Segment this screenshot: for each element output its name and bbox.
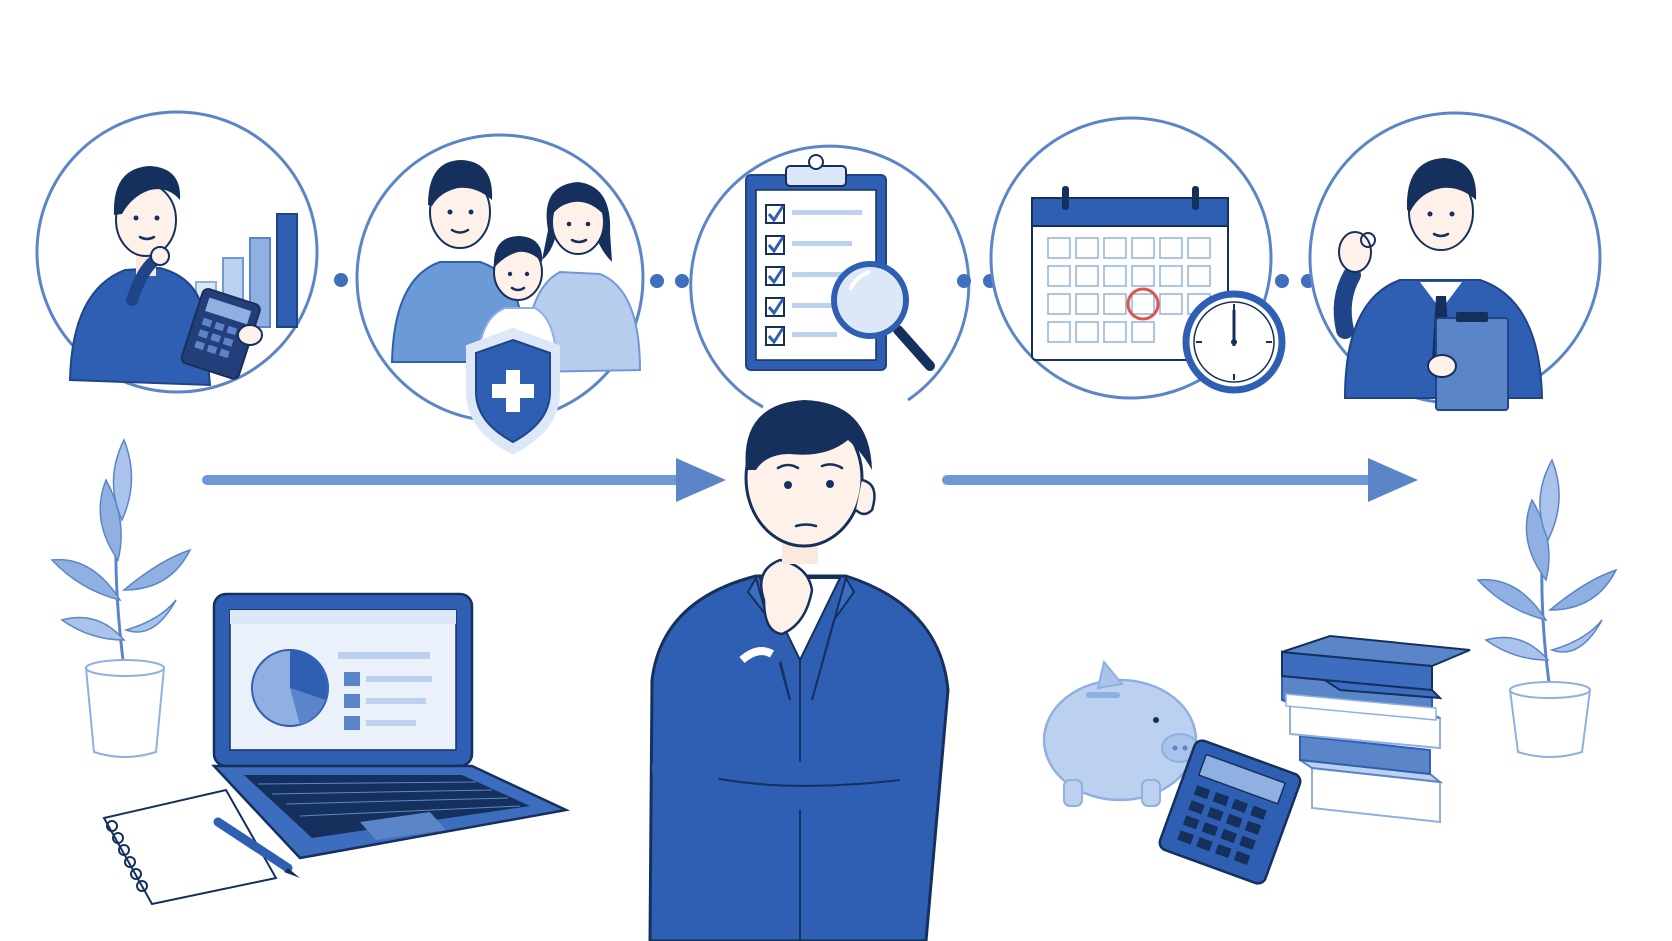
plant-icon — [50, 438, 192, 758]
laptop-pie-chart-icon — [211, 592, 571, 860]
step-advisor-approval — [1308, 111, 1602, 411]
notebook-icon — [102, 788, 278, 906]
connector-dot — [957, 274, 971, 288]
piggy-bank-icon — [1042, 659, 1199, 807]
arrow-right-icon — [202, 458, 726, 502]
books-icon — [1281, 634, 1471, 824]
plant-icon — [1476, 458, 1618, 758]
connector-dot — [675, 274, 689, 288]
clock-icon — [1182, 290, 1286, 394]
calculator-icon — [1158, 739, 1302, 885]
step-review-checklist — [689, 144, 971, 409]
calculator-icon — [180, 288, 261, 380]
checklist-rows — [765, 204, 862, 346]
businessman-thinking-icon — [648, 400, 950, 941]
step-budget-planning — [35, 110, 319, 394]
magnifier-icon — [831, 261, 935, 371]
connector-dot — [650, 274, 664, 288]
step-schedule — [989, 116, 1286, 400]
step-family-protection — [355, 133, 645, 455]
connector-dot — [1275, 274, 1289, 288]
arrow-right-icon — [942, 458, 1418, 502]
connector-dot — [334, 273, 348, 287]
calendar-highlight — [1126, 287, 1160, 321]
medical-shield-icon — [466, 327, 560, 455]
calendar-icon — [1031, 186, 1229, 361]
pen-icon — [213, 817, 300, 878]
